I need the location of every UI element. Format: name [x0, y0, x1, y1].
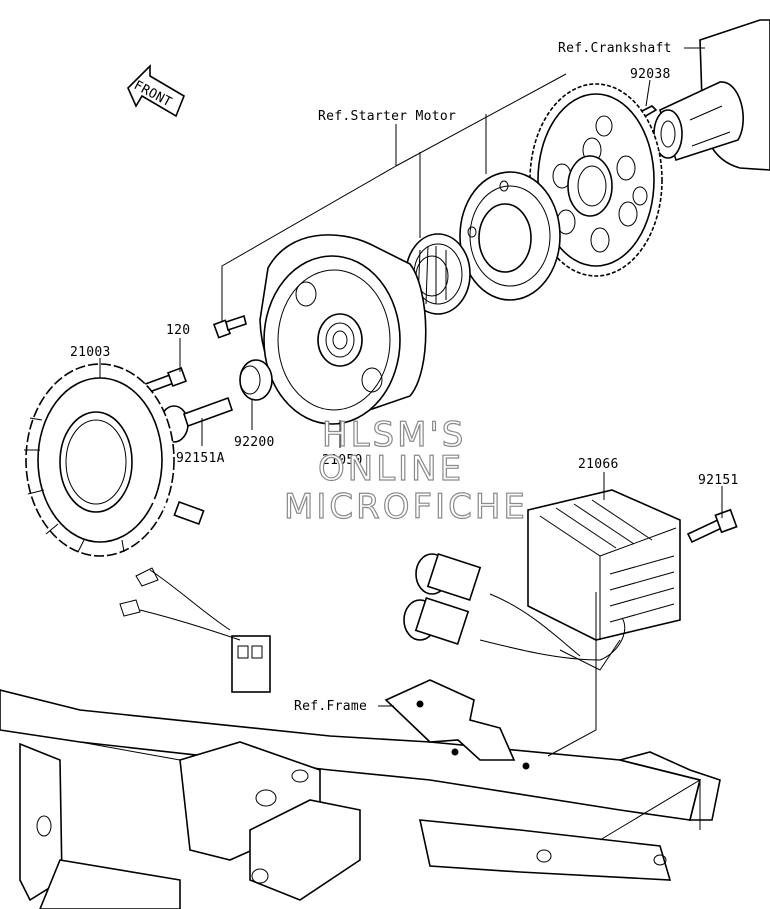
part-number-21066: 21066 — [578, 457, 619, 472]
starter-clutch-plate — [459, 171, 561, 301]
watermark-line-2: ONLINE — [318, 449, 464, 489]
part-number-92151: 92151 — [698, 473, 739, 488]
stator-harness — [119, 498, 271, 693]
regulator-rectifier — [527, 489, 681, 641]
watermark-line-3: MICROFICHE — [284, 487, 528, 527]
stator-21003 — [24, 363, 175, 557]
bolt-small — [212, 314, 247, 339]
regulator-connectors — [403, 553, 626, 671]
watermark-line-1: HLSM'S — [322, 415, 466, 455]
ref-frame-label: Ref.Frame — [294, 699, 367, 714]
frame — [0, 679, 721, 909]
watermark: HLSM'S ONLINE MICROFICHE — [283, 414, 528, 527]
part-number-92200: 92200 — [234, 435, 275, 450]
part-number-21003: 21003 — [70, 345, 111, 360]
ref-crankshaft-label: Ref.Crankshaft — [558, 41, 672, 56]
front-arrow-icon: FRONT — [127, 64, 185, 118]
part-number-92151a: 92151A — [176, 451, 225, 466]
part-number-21050: 21050 — [322, 453, 363, 468]
leader-lines — [99, 47, 723, 757]
crankshaft — [653, 19, 770, 171]
ref-starter-motor-label: Ref.Starter Motor — [318, 109, 456, 124]
part-number-92038: 92038 — [630, 67, 671, 82]
flywheel-rotor — [259, 234, 427, 425]
washer-92200 — [239, 359, 273, 401]
part-number-120: 120 — [166, 323, 190, 338]
starter-gear — [529, 83, 663, 277]
bolt-92151 — [686, 508, 738, 544]
